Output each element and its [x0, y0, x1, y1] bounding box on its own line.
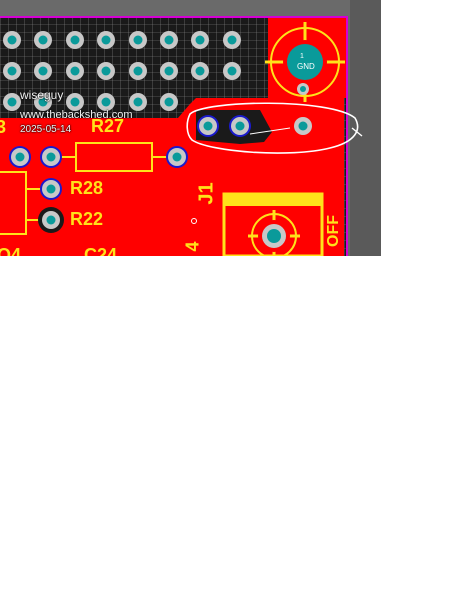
silk-label-q4: Q4 [0, 245, 22, 256]
j1-footprint [191, 192, 324, 256]
pcb-layout[interactable] [0, 0, 381, 256]
r28-r22-pads [38, 178, 64, 233]
silk-label-j1: J1 [195, 182, 218, 205]
highlight-ellipse [186, 102, 359, 154]
workspace-background [350, 0, 381, 256]
silk-label-r22: R22 [70, 209, 104, 229]
silk-label-partial: 3 [0, 117, 7, 137]
gnd-pad-number: 1 [300, 53, 304, 60]
silk-label-r27: R27 [91, 116, 125, 136]
header-pins [3, 31, 241, 111]
pcb-canvas[interactable]: wiseguy www.thebackshed.com 2025-05-14 3… [0, 0, 381, 256]
silk-label-r28: R28 [70, 178, 104, 198]
silk-label-4: 4 [182, 241, 203, 252]
j1-pads [197, 115, 312, 137]
silk-label-off: OFF [325, 215, 342, 247]
silk-label-c24: C24 [84, 245, 118, 256]
r27-pads [9, 146, 188, 168]
gnd-pad-label: GND [297, 62, 315, 71]
gnd-pad [265, 22, 345, 102]
